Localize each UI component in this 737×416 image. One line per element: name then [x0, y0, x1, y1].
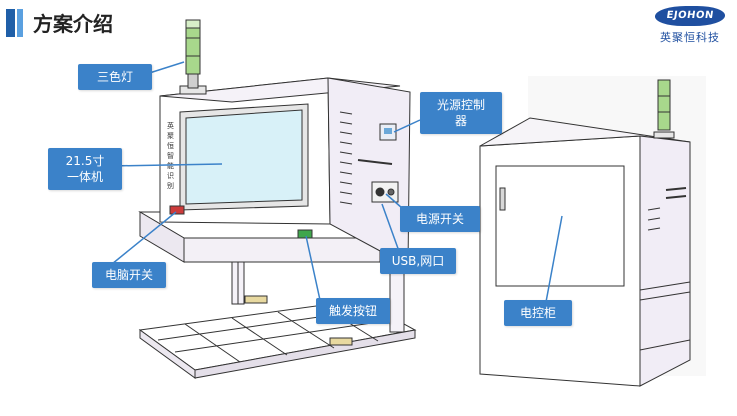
cabinet-tricolor-light [657, 79, 671, 131]
page-header: 方案介绍 [6, 8, 113, 37]
callout-usb-network: USB,网口 [380, 248, 456, 274]
callout-display: 21.5寸 一体机 [48, 148, 122, 190]
machine-side-text: 英聚恒智能识别 [167, 121, 174, 190]
pc-switch [169, 205, 185, 215]
callout-trigger-button: 触发按钮 [316, 298, 390, 324]
callout-light-controller: 光源控制 器 [420, 92, 502, 134]
callout-control-cabinet: 电控柜 [504, 300, 572, 326]
cabinet-side [639, 135, 691, 387]
tray-part [244, 295, 268, 304]
cabinet-handle [499, 187, 506, 211]
title-accent-bar-light [17, 8, 23, 37]
callout-pc-switch: 电脑开关 [92, 262, 166, 288]
display-screen [185, 109, 303, 205]
callout-power-switch: 电源开关 [400, 206, 480, 232]
tray-part [329, 337, 353, 346]
callout-pointers [109, 61, 563, 303]
title-accent-bar [6, 8, 15, 37]
switch-panel [371, 181, 399, 203]
company-logo: EJOHON 英聚恒科技 [653, 6, 727, 45]
machine-side-text-group: 英聚恒智能识别 [167, 121, 174, 190]
support-post [389, 269, 405, 333]
logo-company-name: 英聚恒科技 [660, 31, 720, 44]
trigger-button [297, 229, 313, 239]
page-title: 方案介绍 [33, 12, 113, 36]
callout-tricolor-light: 三色灯 [78, 64, 152, 90]
